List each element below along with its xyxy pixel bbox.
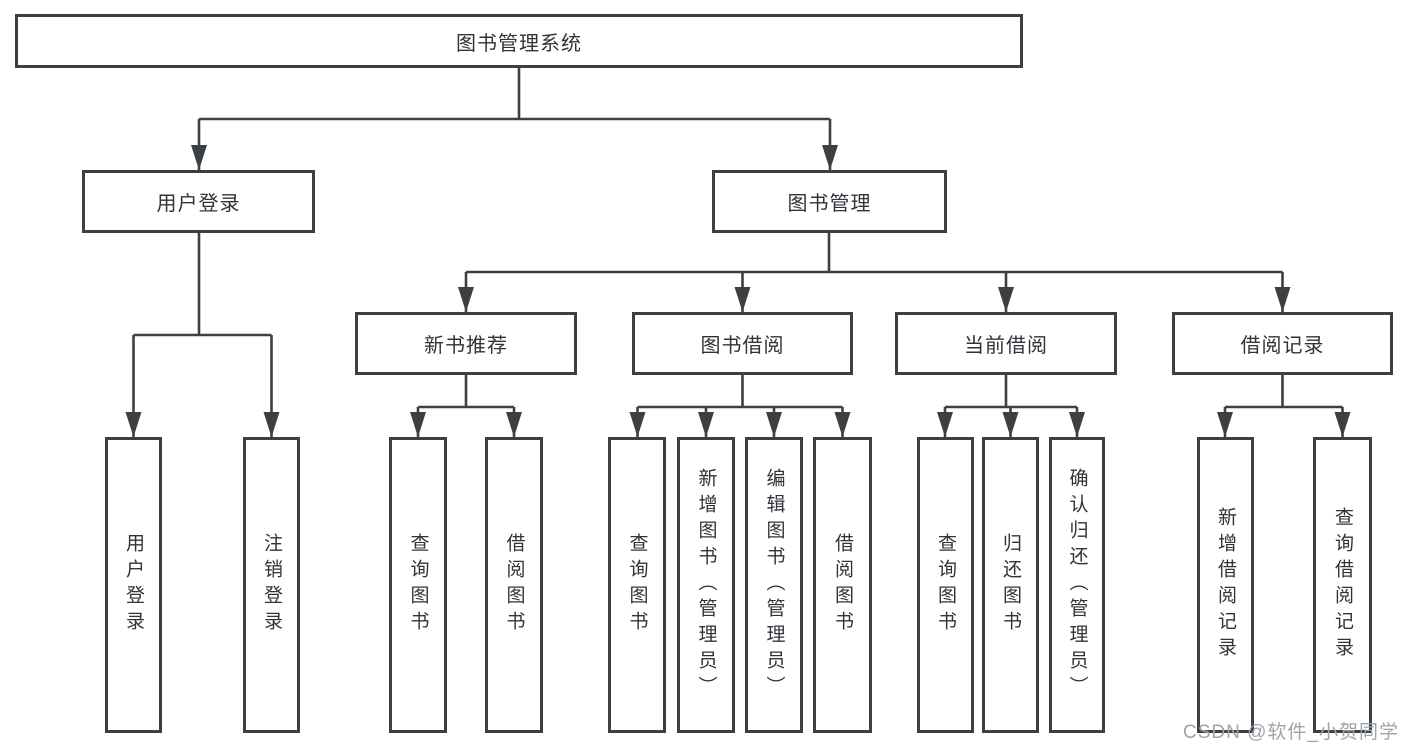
node-label: 注销登录	[261, 533, 282, 637]
node-label: 借阅记录	[1240, 335, 1325, 357]
node-label: 新书推荐	[424, 335, 508, 357]
node-label: 编辑图书（管理员）	[763, 468, 785, 702]
leaf-current-return: 归还图书	[982, 437, 1039, 733]
leaf-user-login: 用户登录	[105, 437, 162, 733]
leaf-current-confirm-admin: 确认归还（管理员）	[1049, 437, 1105, 733]
node-user-login: 用户登录	[82, 170, 315, 233]
leaf-current-query: 查询图书	[917, 437, 974, 733]
leaf-borrow-edit-admin: 编辑图书（管理员）	[745, 437, 803, 733]
node-library-management-system: 图书管理系统	[15, 14, 1023, 68]
leaf-records-add: 新增借阅记录	[1197, 437, 1254, 733]
node-current-borrow: 当前借阅	[895, 312, 1117, 375]
leaf-logout: 注销登录	[243, 437, 300, 733]
node-label: 当前借阅	[964, 335, 1048, 357]
node-label: 新增图书（管理员）	[695, 468, 717, 702]
node-label: 归还图书	[1000, 533, 1021, 637]
node-label: 借阅图书	[832, 533, 853, 637]
watermark: CSDN @软件_小贺同学	[1183, 722, 1399, 743]
node-label: 用户登录	[123, 533, 144, 637]
node-borrow-records: 借阅记录	[1172, 312, 1393, 375]
leaf-newbooks-borrow: 借阅图书	[485, 437, 543, 733]
node-label: 查询图书	[626, 533, 648, 637]
node-new-book-recommend: 新书推荐	[355, 312, 577, 375]
node-book-management: 图书管理	[712, 170, 947, 233]
node-label: 查询图书	[935, 533, 956, 637]
leaf-records-query: 查询借阅记录	[1313, 437, 1372, 733]
leaf-borrow-query: 查询图书	[608, 437, 666, 733]
node-label: 查询借阅记录	[1332, 507, 1353, 663]
node-label: 确认归还（管理员）	[1066, 468, 1088, 702]
node-label: 图书管理系统	[456, 32, 582, 55]
node-label: 新增借阅记录	[1215, 507, 1236, 663]
node-label: 查询图书	[407, 533, 429, 637]
node-book-borrow: 图书借阅	[632, 312, 853, 375]
node-label: 用户登录	[156, 193, 241, 215]
node-label: 借阅图书	[503, 533, 525, 637]
leaf-borrow-add-admin: 新增图书（管理员）	[677, 437, 735, 733]
leaf-newbooks-query: 查询图书	[389, 437, 447, 733]
leaf-borrow-borrow: 借阅图书	[813, 437, 872, 733]
node-label: 图书管理	[787, 193, 872, 215]
node-label: 图书借阅	[700, 335, 785, 357]
